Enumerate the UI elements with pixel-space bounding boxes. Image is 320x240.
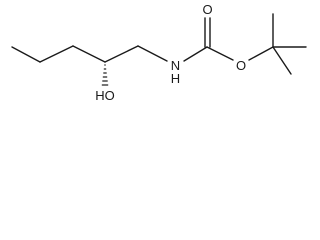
nitrogen-h-label: H [171,71,180,86]
chemical-structure: N H O O HO [11,2,307,103]
bond-carbonyl-ester-o [206,46,234,61]
bond-ester-o-cq [248,46,274,61]
hydroxyl-label: HO [95,88,115,103]
bond-c3-c4 [72,45,106,63]
stereo-hashed-wedge [101,64,109,86]
bond-n-carbonyl [183,46,208,62]
carbonyl-oxygen-label: O [202,2,212,17]
bond-c2-c3 [39,45,74,63]
bond-cq-methyl-down [272,46,292,75]
bond-c5-n [137,45,168,62]
nitrogen-label: N [171,58,180,73]
ester-oxygen-label: O [236,58,246,73]
bond-c4-c5 [104,45,139,63]
bond-c1-c2 [11,46,41,63]
